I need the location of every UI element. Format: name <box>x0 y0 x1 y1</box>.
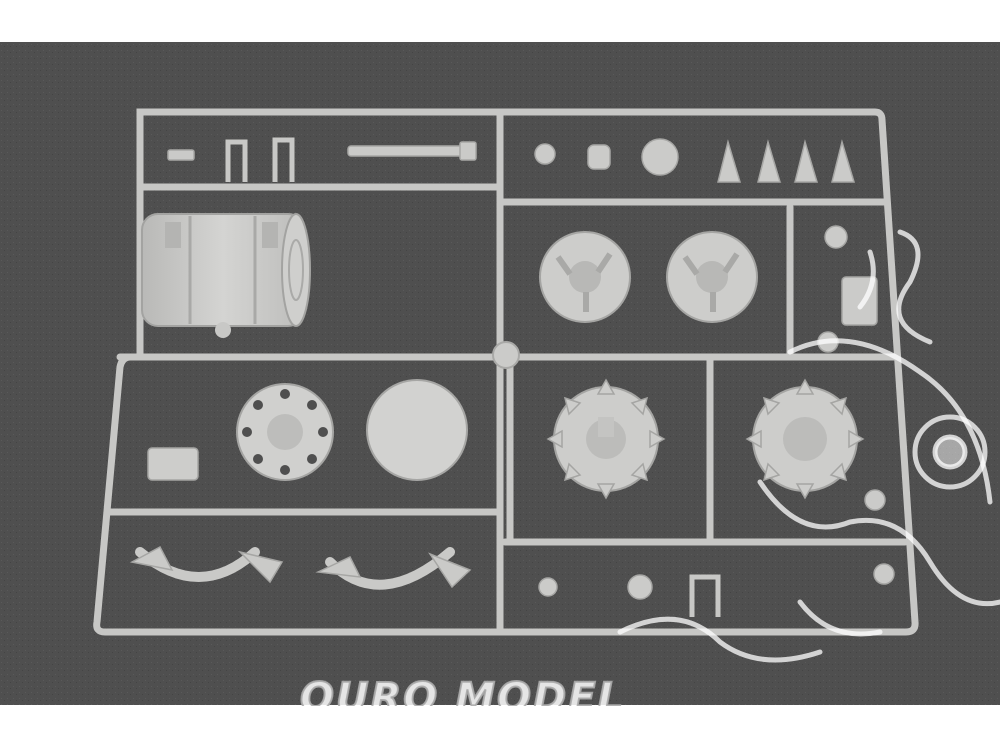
top-left-parts <box>167 137 477 182</box>
flat-disc <box>366 379 468 481</box>
watermark-text: OURO MODEL <box>300 676 626 706</box>
top-white-band <box>0 0 1000 42</box>
sprue-gate-hub <box>492 341 520 369</box>
top-right-parts <box>534 138 856 183</box>
road-wheel-1 <box>539 231 631 323</box>
road-wheel-2 <box>666 231 758 323</box>
fuel-drum <box>141 213 311 338</box>
bottom-white-band <box>0 705 1000 750</box>
drive-sprocket-1 <box>546 378 666 500</box>
bottom-right-parts <box>538 225 895 617</box>
watermark-logo <box>617 229 1000 663</box>
fender-brackets <box>129 545 472 589</box>
idler-wheel-with-holes <box>236 383 334 481</box>
small-plate <box>147 447 199 481</box>
sprue-photo <box>0 42 1000 705</box>
sprue-frame <box>93 108 919 636</box>
drive-sprocket-2 <box>745 378 865 500</box>
